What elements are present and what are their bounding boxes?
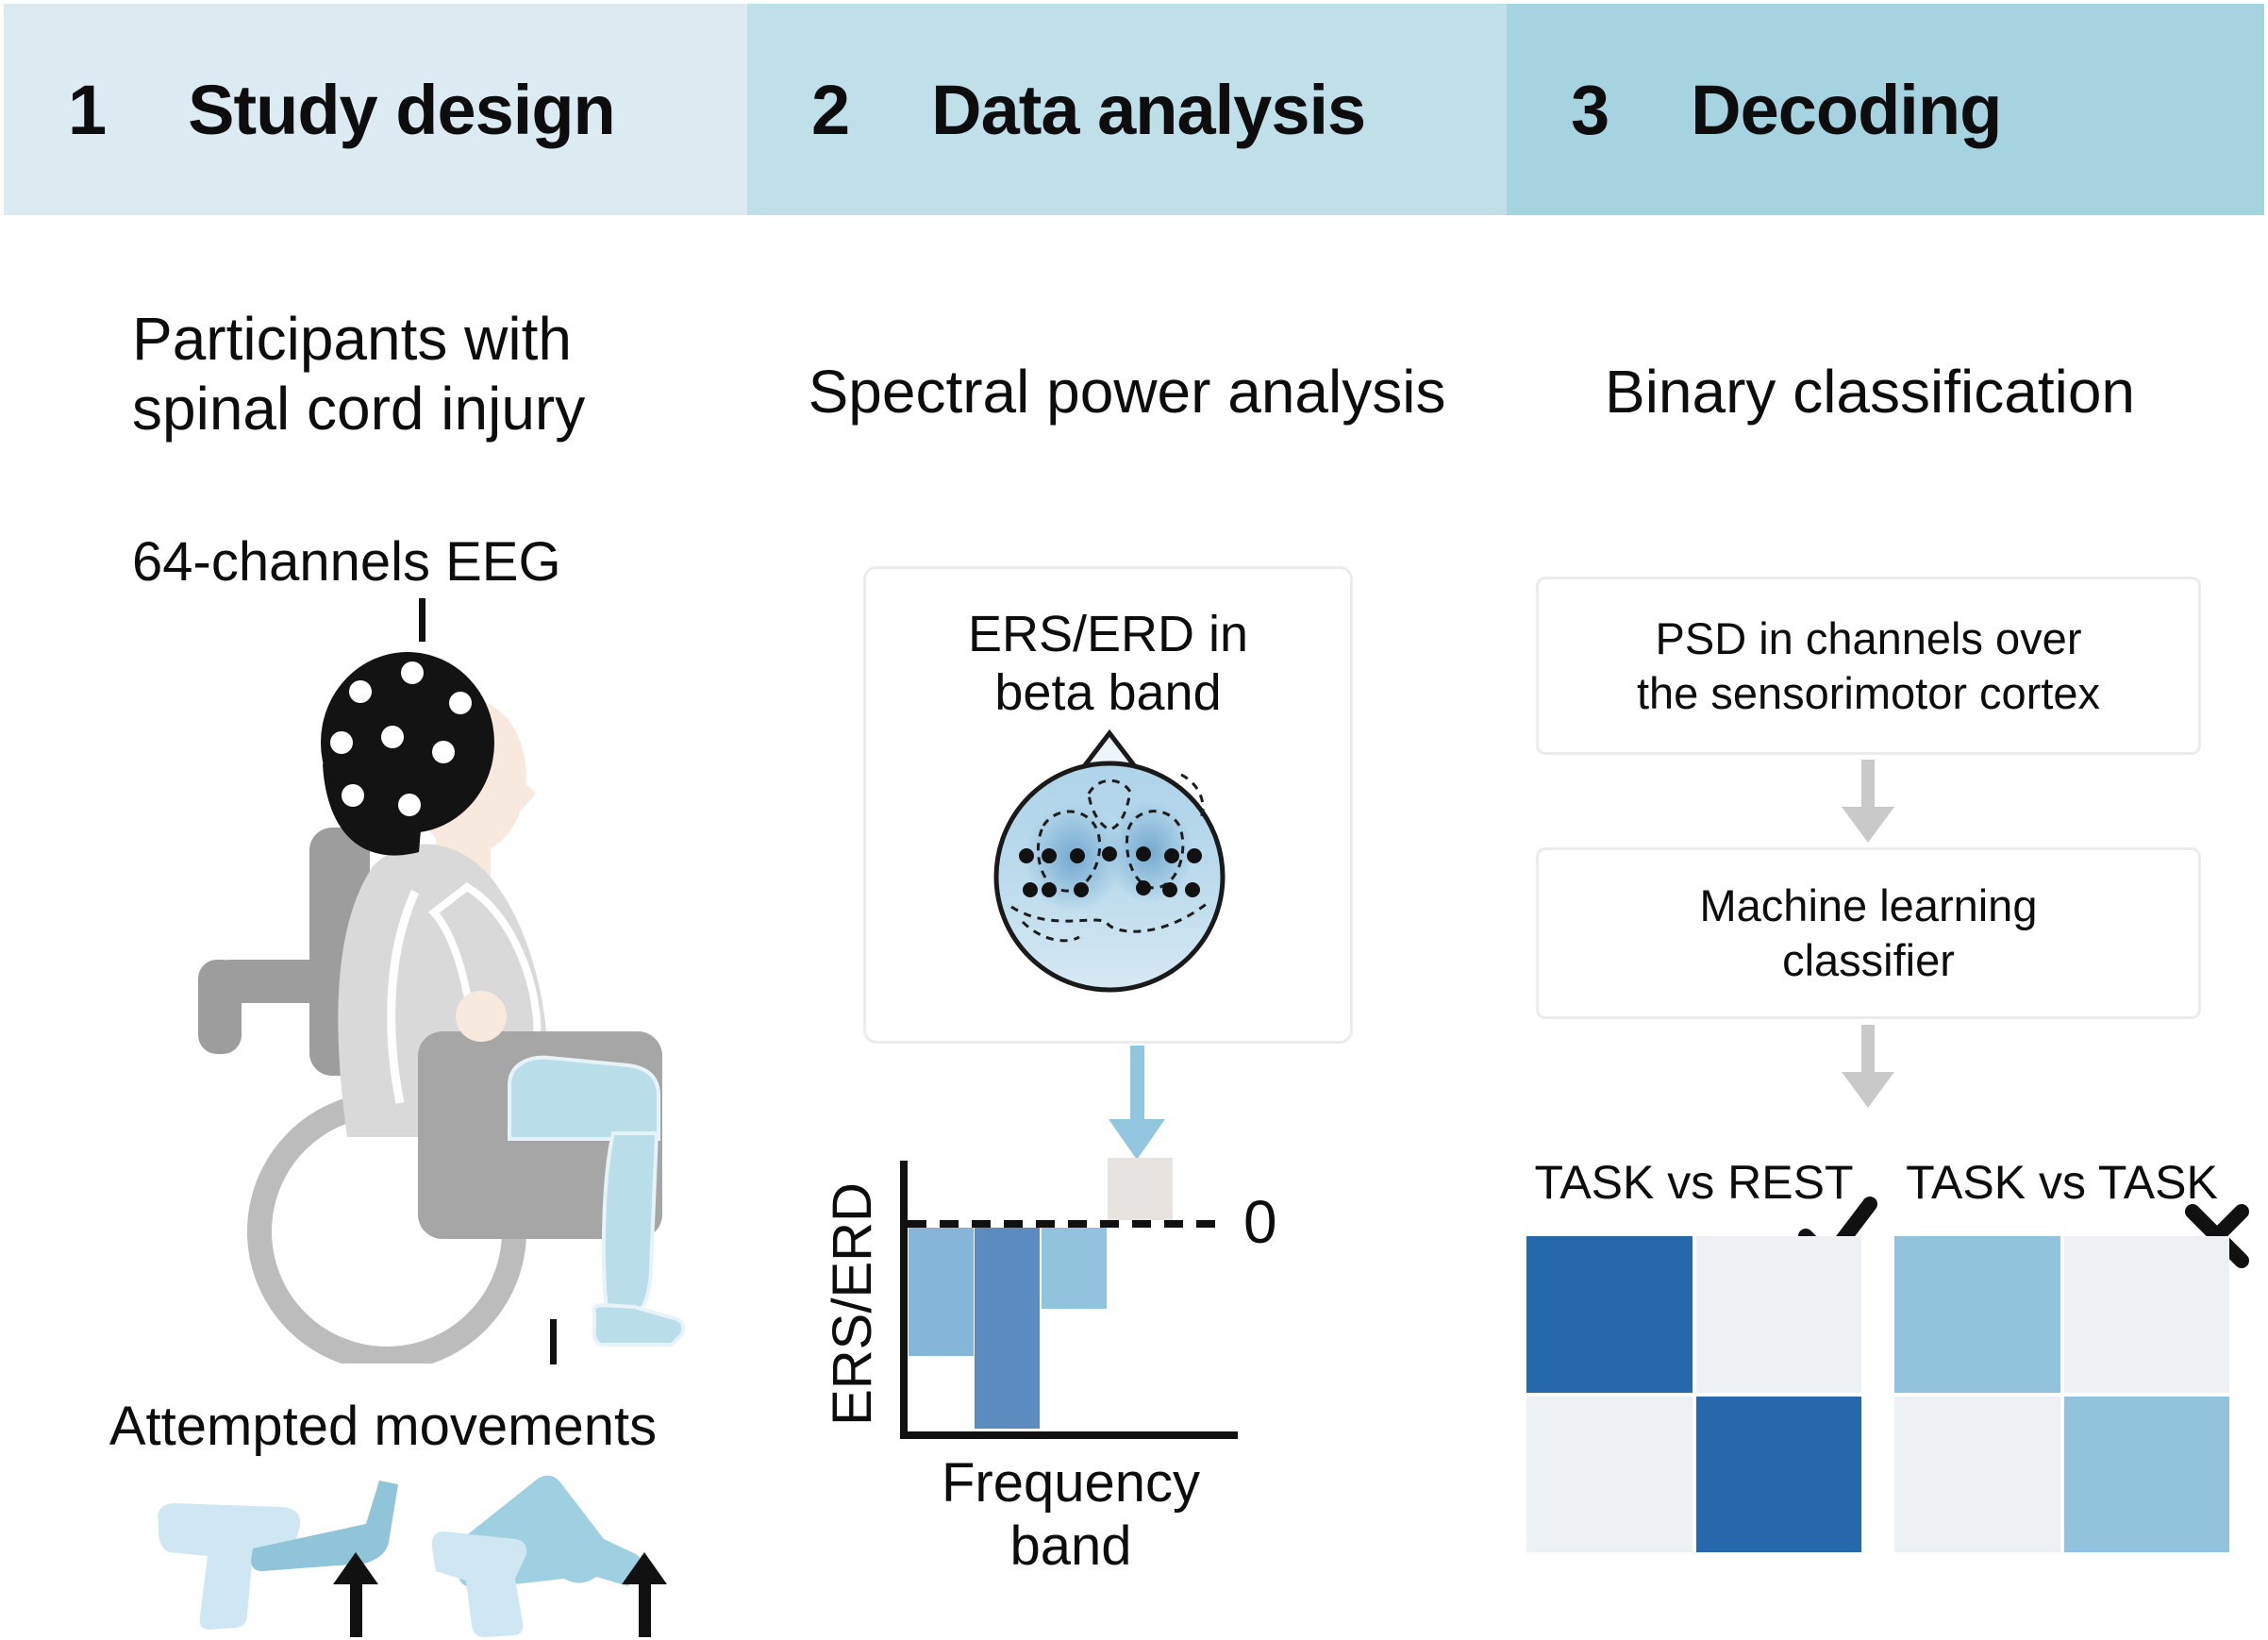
- matrix-cell: [2063, 1236, 2229, 1393]
- person-foot: [592, 1302, 686, 1347]
- ers-erd-card: ERS/ERD in beta band: [863, 566, 1353, 1044]
- task-vs-task-matrix: [1894, 1236, 2229, 1552]
- eeg-cap-back: [323, 750, 423, 856]
- foot-movement-icon: [158, 1481, 398, 1637]
- psd-box-line1: PSD in channels over: [1655, 612, 2082, 663]
- eeg-label: 64-channels EEG: [132, 531, 561, 593]
- matrix-cell: [1526, 1236, 1693, 1393]
- up-arrow-icon: [622, 1552, 667, 1637]
- step-number-2: 2: [811, 70, 851, 149]
- wheelchair-person-illustration: [198, 652, 686, 1364]
- blue-down-arrow-icon: [1109, 1046, 1165, 1160]
- header-band-study-design: 1 Study design: [4, 4, 747, 215]
- panel3-title: Binary classification: [1605, 358, 2135, 426]
- matrix-cell: [2063, 1396, 2229, 1552]
- chart-zero-line: [908, 1220, 1219, 1228]
- ers-erd-bar: [1041, 1228, 1107, 1309]
- gray-down-arrow-icon: [1842, 1025, 1894, 1108]
- matrix-cell: [1894, 1396, 2060, 1552]
- matrix-cell: [1695, 1396, 1861, 1552]
- movements-pointer-line: [550, 1319, 557, 1364]
- torso-outline: [387, 890, 420, 1104]
- matrix-cell: [1894, 1236, 2060, 1393]
- panel2-title: Spectral power analysis: [808, 358, 1446, 426]
- eeg-pointer-line: [419, 598, 425, 642]
- task-vs-task-label: TASK vs TASK: [1906, 1156, 2218, 1209]
- ers-erd-card-label: ERS/ERD in beta band: [866, 605, 1350, 722]
- attempted-movements-icons: [158, 1475, 667, 1637]
- up-arrow-icon: [333, 1552, 378, 1637]
- ml-box-line2: classifier: [1782, 935, 1955, 985]
- chart-y-axis: [900, 1161, 908, 1439]
- panel1-subtitle: Participants with spinal cord injury: [132, 304, 585, 443]
- person-shin: [601, 1131, 659, 1317]
- ers-erd-card-line1: ERS/ERD in: [967, 606, 1249, 662]
- header-band-data-analysis: 2 Data analysis: [747, 4, 1507, 215]
- step-number-3: 3: [1571, 70, 1610, 149]
- matrix-cell: [1695, 1236, 1861, 1393]
- ers-erd-bar: [1107, 1158, 1173, 1220]
- panel1-subtitle-line1: Participants with: [132, 305, 572, 373]
- ers-erd-bar: [975, 1228, 1041, 1429]
- task-vs-rest-matrix: [1526, 1236, 1861, 1552]
- ers-erd-bar: [909, 1228, 974, 1356]
- matrix-cell: [1526, 1396, 1693, 1552]
- panel1-subtitle-line2: spinal cord injury: [132, 375, 586, 443]
- header-band-decoding: 3 Decoding: [1507, 4, 2264, 215]
- ers-erd-card-line2: beta band: [994, 664, 1222, 721]
- topo-contours: [1010, 773, 1209, 943]
- chart-x-axis: [900, 1431, 1238, 1439]
- psd-box-line2: the sensorimotor cortex: [1636, 667, 2101, 718]
- ml-box-line1: Machine learning: [1699, 880, 2038, 930]
- gray-down-arrow-icon: [1842, 760, 1894, 843]
- person-thigh: [508, 1055, 660, 1141]
- chart-y-label: ERS/ERD: [822, 1182, 883, 1426]
- psd-box: PSD in channels over the sensorimotor co…: [1536, 577, 2201, 755]
- ml-classifier-box: Machine learning classifier: [1536, 847, 2201, 1019]
- step-number-1: 1: [68, 70, 108, 149]
- leg-movement-icon: [431, 1475, 667, 1637]
- person-hand: [456, 991, 507, 1042]
- chart-x-label: Frequency band: [941, 1452, 1201, 1577]
- eeg-cap-electrodes: [330, 661, 472, 816]
- movements-label: Attempted movements: [108, 1396, 658, 1457]
- zero-tick-label: 0: [1243, 1188, 1277, 1256]
- step-title-study-design: Study design: [188, 70, 616, 149]
- topo-nose: [1079, 728, 1140, 768]
- task-vs-rest-label: TASK vs REST: [1534, 1156, 1854, 1209]
- eeg-topography-icon: [993, 728, 1226, 993]
- topo-electrodes: [1019, 846, 1202, 897]
- step-title-data-analysis: Data analysis: [931, 70, 1366, 149]
- step-title-decoding: Decoding: [1691, 70, 2002, 149]
